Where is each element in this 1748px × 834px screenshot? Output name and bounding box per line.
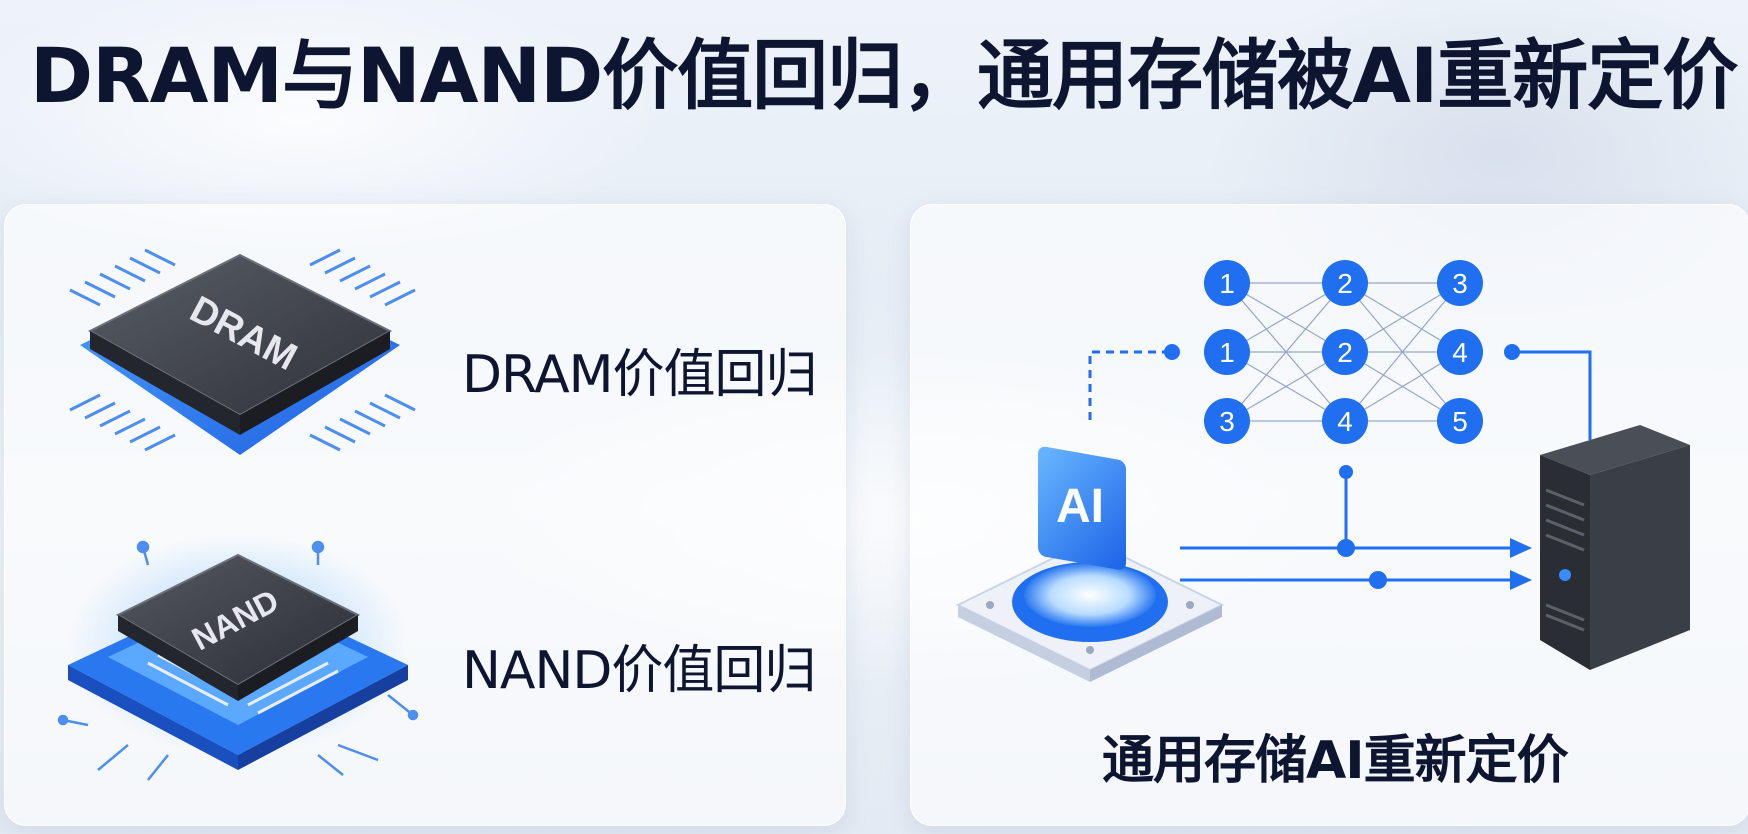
network-node: [1437, 260, 1483, 306]
network-node-label: 1: [1219, 268, 1235, 299]
network-node: [1322, 260, 1368, 306]
page-title: DRAM与NAND价值回归，通用存储被AI重新定价: [30, 31, 1738, 120]
network-node-label: 3: [1219, 406, 1235, 437]
ai-platform-icon: AI: [955, 446, 1225, 682]
dram-chip-icon: DRAM: [69, 248, 416, 455]
network-node-label: 5: [1452, 406, 1468, 437]
network-node-label: 2: [1337, 337, 1353, 368]
ai-storage-caption: 通用存储AI重新定价: [1102, 731, 1569, 791]
network-node: [1437, 398, 1483, 444]
network-node: [1322, 329, 1368, 375]
neural-network-icon: 1 1 3 2 2 4 3 4 5: [1204, 260, 1483, 444]
server-icon: [1540, 425, 1690, 670]
ai-badge-text: AI: [1056, 480, 1104, 533]
network-node: [1204, 329, 1250, 375]
network-node-label: 1: [1219, 337, 1235, 368]
network-node: [1437, 329, 1483, 375]
network-node: [1322, 398, 1368, 444]
network-node: [1204, 260, 1250, 306]
network-node-label: 2: [1337, 268, 1353, 299]
nand-label: NAND价值回归: [462, 641, 816, 701]
network-node-label: 4: [1452, 337, 1468, 368]
nand-chip-icon: NAND: [57, 535, 419, 781]
network-node-label: 3: [1452, 268, 1468, 299]
dram-label: DRAM价值回归: [462, 345, 818, 405]
network-node: [1204, 398, 1250, 444]
network-node-label: 4: [1337, 406, 1353, 437]
